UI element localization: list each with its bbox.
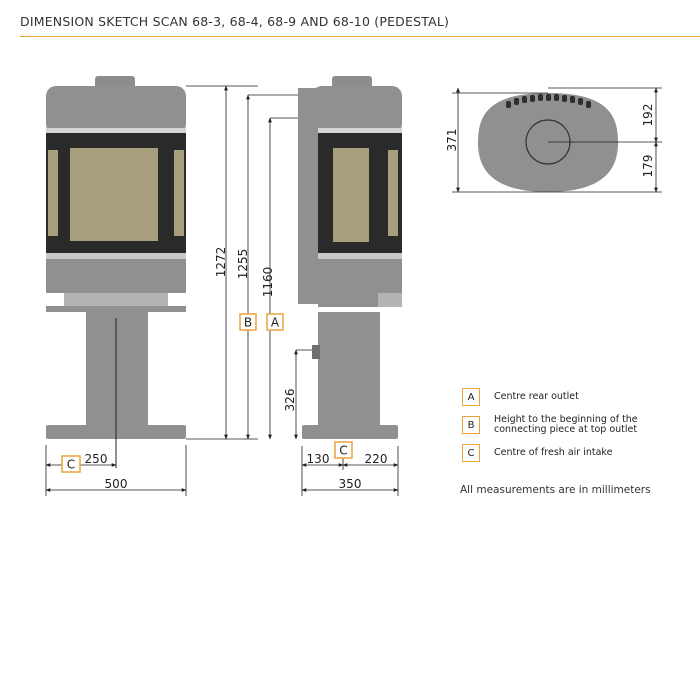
dim-350-label: 350 [339,477,362,491]
side-foot-plate [302,425,398,439]
side-air-intake [312,345,320,359]
dim-326-label: 326 [283,389,297,412]
dim-371-label: 371 [445,129,459,152]
front-right-side-glass [174,150,184,236]
badge-c-front-frame [61,455,81,473]
front-pedestal-column [86,312,148,425]
side-flue-collar [332,76,372,88]
top-view-stove [478,93,662,192]
page-title: DIMENSION SKETCH SCAN 68-3, 68-4, 68-9 A… [20,14,450,29]
front-view-stove [46,76,186,468]
dim-500-label: 500 [105,477,128,491]
side-view-stove [298,76,402,470]
dim-179-label: 179 [641,155,655,178]
front-door-glass [70,148,158,241]
side-pedestal-column [318,312,380,425]
front-base-section [46,259,186,293]
legend-badge-a: A [462,388,480,406]
measurement-note: All measurements are in millimeters [460,484,651,496]
badge-b-frame [239,313,257,331]
front-plinth [46,306,186,312]
legend-item-b: B Height to the beginning of the connect… [462,415,692,435]
title-divider [20,36,700,37]
dim-130-label: 130 [307,452,330,466]
side-base-lower [318,293,378,307]
badge-c-side-frame [334,441,353,459]
legend-item-a: A Centre rear outlet [462,388,692,406]
dim-250-label: 250 [85,452,108,466]
dim-1160-label: 1160 [261,267,275,298]
legend-badge-c: C [462,444,480,462]
side-front-glass [388,150,398,236]
legend-text-a: Centre rear outlet [494,391,579,402]
side-window-glass [333,148,369,242]
legend-text-b: Height to the beginning of the connectin… [494,414,638,435]
top-vent-slots [506,94,591,108]
front-flue-collar [95,76,135,88]
front-left-side-glass [48,150,58,236]
dim-1272-label: 1272 [214,247,228,278]
badge-a-letter: A [271,316,280,330]
front-dimensions: 1272 1255 1160 326 B A 250 C 500 [45,85,320,496]
badge-a-frame [266,313,284,331]
front-top-section [46,86,186,134]
badge-c-front-letter: C [67,458,75,472]
dim-220-label: 220 [365,452,388,466]
legend: A Centre rear outlet B Height to the beg… [462,388,692,471]
side-dimensions: 130 220 C 350 [301,441,399,496]
front-upper-trim [46,128,186,133]
side-upper-trim [318,128,402,133]
legend-badge-b: B [462,416,480,434]
top-dimensions: 371 192 179 [445,87,662,193]
front-lower-trim [46,253,186,259]
side-lower-trim [318,253,402,259]
front-ash-drawer [64,293,168,307]
side-base-section [318,259,402,293]
dim-192-label: 192 [641,104,655,127]
badge-b-letter: B [244,316,252,330]
legend-item-c: C Centre of fresh air intake [462,444,692,462]
legend-text-c: Centre of fresh air intake [494,447,613,458]
badge-c-side-letter: C [339,444,347,458]
dim-1255-label: 1255 [236,249,250,280]
side-top-section [312,86,402,134]
side-ash-drawer [378,293,402,307]
